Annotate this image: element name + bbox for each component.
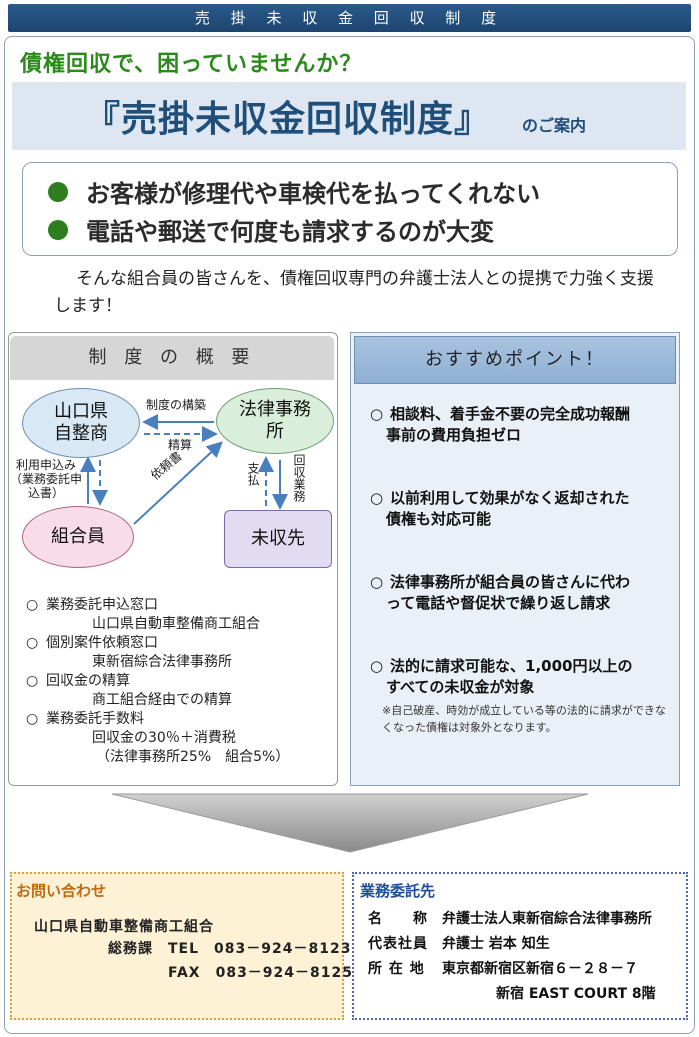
- list-item: ○ 個別案件依頼窓口: [26, 634, 326, 653]
- list-item-detail: 回収金の30％＋消費税: [92, 730, 236, 746]
- overview-diagram: [80, 414, 288, 525]
- agent-row-value: 東京都新宿区新宿６－２８－７: [442, 961, 638, 977]
- node-law-office-label: 法律事務所: [239, 399, 311, 442]
- agent-box: [352, 872, 688, 1020]
- list-item: ○ 業務委託申込窓口: [26, 596, 326, 615]
- circle-bullet-icon: ○: [26, 673, 39, 689]
- recommend-item-line1: 相談料、着手金不要の完全成功報酬: [390, 405, 631, 423]
- agent-row-key: 名 称: [368, 911, 428, 927]
- label-usage-request: 利用申込み（業務委託申込書）: [9, 458, 82, 500]
- header-title-bar: 売 掛 未 収 金 回 収 制 度: [8, 4, 691, 32]
- node-law-office: 法律事務所: [216, 388, 334, 454]
- overview-list: ○ 業務委託申込窓口 山口県自動車整備商工組合 ○ 個別案件依頼窓口 東新宿綜合法律…: [26, 596, 326, 767]
- agent-row: 名 称弁護士法人東新宿綜合法律事務所: [368, 908, 652, 928]
- contact-title: お問い合わせ: [16, 882, 107, 900]
- page-title-suffix: のご案内: [522, 116, 587, 135]
- recommend-item-line2: って電話や督促状で繰り返し請求: [386, 594, 611, 612]
- label-system-build: 制度の構築: [146, 398, 207, 412]
- problem-text: お客様が修理代や車検代を払ってくれない: [86, 180, 541, 208]
- contact-tel: TEL 083－924－8123: [168, 941, 352, 957]
- content-frame: [4, 36, 695, 1034]
- agent-row-key: 所 在 地: [368, 961, 425, 977]
- recommend-item-line2: すべての未収金が対象: [386, 678, 535, 696]
- circle-bullet-icon: ○: [370, 573, 384, 591]
- circle-bullet-icon: ○: [370, 657, 384, 675]
- contact-dept: 総務課: [108, 941, 153, 957]
- bullet-dot-icon: [48, 219, 68, 240]
- down-arrow-icon: [111, 793, 589, 853]
- headline: 債権回収で、困っていませんか？: [20, 52, 363, 77]
- list-item-title: 業務委託申込窓口: [46, 597, 158, 613]
- recommend-panel: [350, 332, 680, 786]
- agent-row: 所 在 地 東京都新宿区新宿６－２８－７: [368, 958, 638, 978]
- recommend-item: ○ 法律事務所が組合員の皆さんに代わ って電話や督促状で繰り返し請求: [370, 572, 670, 614]
- support-text: そんな組合員の皆さんを、債権回収専門の弁護士法人との提携で力強く支援します！: [54, 269, 654, 316]
- label-collection: 回収業務: [292, 454, 306, 502]
- recommend-item-line1: 法的に請求可能な、1,000円以上の: [390, 657, 633, 675]
- circle-bullet-icon: ○: [26, 711, 39, 727]
- node-member: 組合員: [22, 506, 134, 568]
- recommend-item-line2: 事前の費用負担ゼロ: [386, 426, 522, 444]
- agent-row-key: 代表社員: [368, 936, 428, 952]
- label-settlement: 精算: [168, 438, 193, 452]
- circle-bullet-icon: ○: [26, 635, 39, 651]
- recommend-note: ※自己破産、時効が成立している等の法的に請求ができなくなった債権は対象外となりま…: [382, 704, 666, 734]
- recommend-item: ○ 法的に請求可能な、1,000円以上の すべての未収金が対象: [370, 656, 670, 698]
- list-item-title: 業務委託手数料: [46, 711, 144, 727]
- problem-box: [22, 162, 678, 256]
- list-item: ○ 回収金の精算: [26, 672, 326, 691]
- page-title: 『売掛未収金回収制度』: [84, 99, 492, 140]
- agent-title: 業務委託先: [360, 882, 436, 900]
- circle-bullet-icon: ○: [370, 405, 384, 423]
- problem-text: 電話や郵送で何度も請求するのが大変: [86, 218, 494, 246]
- label-payment: 支払: [246, 462, 260, 486]
- problem-item: お客様が修理代や車検代を払ってくれない: [48, 174, 540, 209]
- contact-fax: FAX 083－924－8125: [168, 965, 353, 981]
- agent-row-value: 弁護士 岩本 知生: [442, 936, 550, 952]
- node-debtor: 未収先: [224, 510, 332, 568]
- list-item: ○ 業務委託手数料: [26, 710, 326, 729]
- node-kenjisei-label: 山口県自整商: [54, 401, 108, 444]
- list-item-detail: 商工組合経由での精算: [92, 692, 232, 708]
- agent-row: 代表社員弁護士 岩本 知生: [368, 933, 550, 953]
- circle-bullet-icon: ○: [26, 597, 39, 613]
- agent-row-value: 弁護士法人東新宿綜合法律事務所: [442, 911, 652, 927]
- recommend-item-line2: 債権も対応可能: [386, 510, 492, 528]
- recommend-item: ○ 相談料、着手金不要の完全成功報酬 事前の費用負担ゼロ: [370, 404, 670, 446]
- node-kenjisei: 山口県自整商: [22, 388, 140, 458]
- recommend-heading: おすすめポイント！: [354, 336, 676, 384]
- recommend-item-line1: 以前利用して効果がなく返却された: [390, 489, 630, 507]
- title-band: [12, 82, 686, 150]
- list-item-title: 個別案件依頼窓口: [46, 635, 158, 651]
- agent-row: 新宿 EAST COURT 8階: [496, 983, 656, 1003]
- list-item-detail: 山口県自動車整備商工組合: [92, 616, 260, 632]
- recommend-item-line1: 法律事務所が組合員の皆さんに代わ: [390, 573, 631, 591]
- list-item-title: 回収金の精算: [46, 673, 130, 689]
- circle-bullet-icon: ○: [370, 489, 384, 507]
- problem-item: 電話や郵送で何度も請求するのが大変: [48, 212, 494, 247]
- arrow-request-letter: [133, 441, 223, 525]
- agent-row-value: 新宿 EAST COURT 8階: [496, 986, 656, 1002]
- contact-org: 山口県自動車整備商工組合: [34, 919, 214, 935]
- contact-box: [10, 872, 344, 1020]
- overview-heading: 制 度 の 概 要: [10, 336, 334, 380]
- recommend-item: ○ 以前利用して効果がなく返却された 債権も対応可能: [370, 488, 670, 530]
- list-item-detail: 東新宿綜合法律事務所: [92, 654, 232, 670]
- bullet-dot-icon: [48, 181, 68, 202]
- list-item-detail: （法律事務所25% 組合5%）: [96, 749, 290, 765]
